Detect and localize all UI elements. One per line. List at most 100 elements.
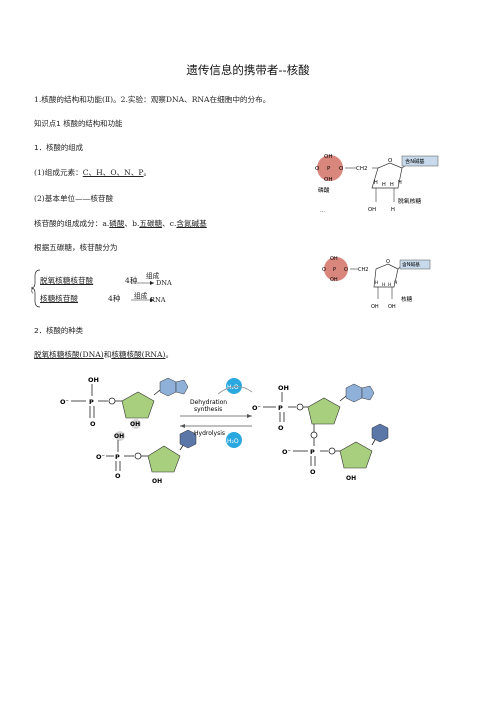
svg-text:P: P — [89, 398, 94, 406]
svg-text:O⁻: O⁻ — [96, 453, 105, 461]
branch-deoxy: 脱氧核糖核苷酸 — [40, 276, 94, 285]
right-dinucleotide: OH O⁻ P O O⁻ P O OH — [252, 383, 389, 482]
svg-text:O: O — [90, 420, 96, 428]
svg-text:O: O — [388, 158, 393, 164]
svg-text:OH: OH — [346, 475, 356, 482]
base-hexagon-1 — [159, 377, 177, 397]
svg-text:H: H — [374, 180, 378, 186]
svg-text:O: O — [315, 166, 320, 172]
svg-text:O: O — [310, 468, 316, 476]
svg-text:P: P — [310, 448, 315, 456]
types-end: 。 — [165, 350, 174, 359]
classification-brace: ( — [30, 269, 154, 308]
branch-ribo-result: RNA — [150, 296, 166, 304]
base-box-2 — [399, 259, 431, 270]
svg-text:…: … — [320, 208, 325, 214]
svg-text:CH2: CH2 — [356, 166, 367, 172]
svg-text:含N碱基: 含N碱基 — [405, 157, 425, 165]
phosphate-circle — [317, 155, 343, 181]
svg-text:OH: OH — [88, 376, 99, 384]
page-title: 遗传信息的携带者--核酸 — [186, 63, 310, 77]
comp-prefix: 核苷酸的组成成分：a. — [34, 219, 110, 228]
comp-c-prefix: 、c. — [162, 219, 177, 228]
components-line: 核苷酸的组成成分：a.磷酸、b.五碳糖、c.含氮碱基 — [34, 218, 207, 229]
svg-text:OH: OH — [368, 207, 376, 213]
svg-text:O: O — [115, 472, 121, 480]
svg-text:含N碱基: 含N碱基 — [402, 261, 420, 268]
branch-deoxy-result: DNA — [156, 279, 172, 287]
svg-text:H: H — [398, 180, 402, 186]
elements-line: (1)组成元素：C、H、O、N、P。 — [34, 167, 151, 178]
svg-text:O: O — [386, 259, 390, 265]
svg-text:O: O — [322, 267, 326, 273]
svg-text:CH2: CH2 — [358, 267, 368, 273]
elements-suffix: 。 — [143, 168, 152, 177]
classify-line: 根据五碳糖，核苷酸分为 — [34, 243, 118, 252]
deoxynucleotide-diagram: OH O P O OH CH2 O 含N碱基 磷酸 H H H H OH H 脱… — [315, 154, 439, 214]
svg-text:H: H — [388, 282, 391, 288]
svg-text:O: O — [339, 166, 344, 172]
svg-text:Dehydration: Dehydration — [190, 399, 227, 406]
objectives: 1.核酸的结构和功能(Ⅱ)。2.实验：观察DNA、RNA在细胞中的分布。 — [34, 95, 271, 104]
base-hexagon-3 — [345, 383, 363, 403]
svg-text:核糖: 核糖 — [401, 295, 413, 303]
types-mid: 和 — [103, 350, 112, 359]
comp-b: 五碳糖 — [139, 219, 163, 228]
svg-text:H₂O: H₂O — [227, 384, 239, 391]
svg-text:Hydrolysis: Hydrolysis — [194, 430, 225, 437]
types-line: 脱氧核糖核酸(DNA)和核糖核酸(RNA)。 — [34, 349, 173, 360]
branch-deoxy-arrow-label: 组成 — [146, 272, 160, 280]
base-hexagon-4 — [371, 423, 389, 443]
svg-text:H: H — [391, 207, 395, 213]
water-drop-bottom — [226, 432, 242, 448]
comp-a: 磷酸 — [109, 219, 125, 228]
svg-text:H: H — [375, 280, 378, 286]
comp-c: 含氮碱基 — [176, 219, 207, 228]
sugar-pentagon-1 — [121, 391, 155, 419]
type-dna: 脱氧核糖核酸(DNA) — [34, 350, 104, 359]
elements-prefix: (1)组成元素： — [34, 168, 83, 177]
svg-text:OH: OH — [388, 304, 396, 310]
comp-b-prefix: 、b. — [124, 219, 140, 228]
svg-text:O⁻: O⁻ — [252, 404, 261, 412]
svg-text:OH: OH — [152, 478, 162, 485]
sugar-pentagon-3 — [307, 397, 341, 425]
unit-line: (2)基本单位——核苷酸 — [34, 194, 114, 203]
left-nucleotide-top: OH O⁻ P O OH — [60, 376, 189, 429]
svg-text:脱氧核糖: 脱氧核糖 — [398, 197, 421, 205]
svg-text:O⁻: O⁻ — [60, 398, 69, 406]
type-rna: 核糖核酸(RNA) — [111, 350, 166, 359]
svg-text:OH: OH — [278, 384, 289, 392]
svg-text:磷酸: 磷酸 — [318, 186, 330, 194]
svg-text:P: P — [278, 404, 283, 412]
section1-heading: 知识点1 核酸的结构和功能 — [34, 119, 123, 128]
elements-value: C、H、O、N、P — [82, 168, 144, 177]
deoxyribose-ring — [371, 162, 403, 189]
ribose-ring — [373, 263, 399, 288]
svg-text:OH: OH — [371, 304, 379, 310]
svg-text:O⁻: O⁻ — [282, 448, 291, 456]
svg-text:OH: OH — [130, 421, 140, 428]
base-hexagon-2 — [179, 429, 197, 449]
svg-text:H₂O: H₂O — [227, 438, 239, 445]
svg-text:synthesis: synthesis — [194, 406, 222, 413]
svg-text:P: P — [333, 267, 336, 273]
left-nucleotide-bottom: OH O⁻ P O OH — [96, 429, 197, 485]
ribonucleotide-diagram: OH O P O OH CH2 O 含N碱基 H H H H OH OH 核糖 — [322, 256, 431, 310]
svg-text:OH: OH — [114, 433, 124, 440]
subheading-composition: 1．核酸的组成 — [34, 143, 84, 152]
phosphate-circle-2 — [324, 257, 348, 281]
svg-text:H: H — [382, 182, 386, 188]
svg-text:OH: OH — [324, 177, 332, 183]
branch-ribo: 核糖核苷酸 — [40, 294, 78, 303]
svg-text:P: P — [327, 166, 331, 172]
svg-text:OH: OH — [330, 277, 338, 283]
subheading-types: 2．核酸的种类 — [34, 326, 84, 335]
svg-text:O: O — [278, 424, 284, 432]
svg-text:(: ( — [31, 288, 33, 295]
svg-text:H: H — [394, 280, 397, 286]
svg-text:H: H — [390, 182, 394, 188]
sugar-pentagon-4 — [339, 441, 373, 469]
branch-ribo-arrow-label: 组成 — [134, 292, 148, 300]
sugar-pentagon-2 — [147, 445, 181, 473]
